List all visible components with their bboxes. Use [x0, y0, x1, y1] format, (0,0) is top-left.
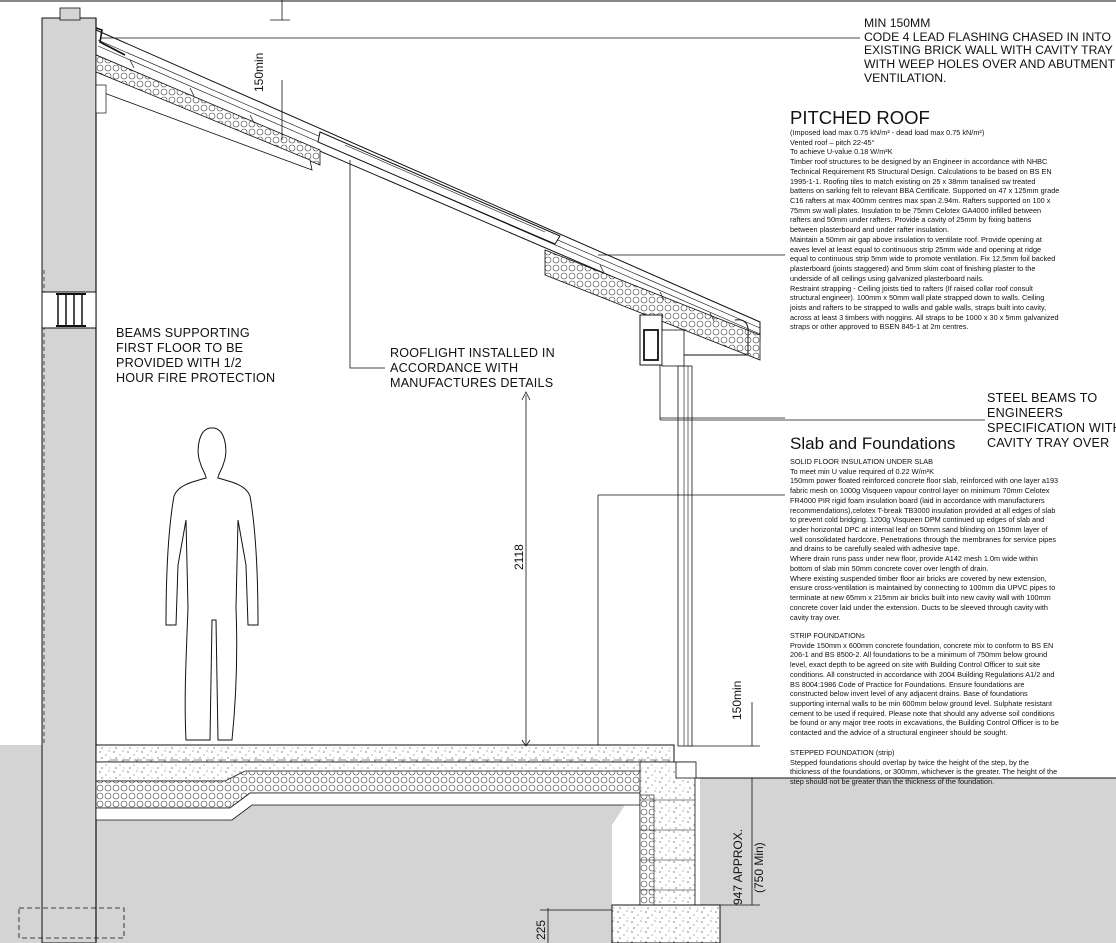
spec-line: level, exact depth to be agreed on site …: [790, 660, 1041, 670]
spec-line: battens on sarking felt to relevant BBA …: [790, 186, 1060, 196]
beams-line: BEAMS SUPPORTING: [116, 326, 250, 340]
dpc-height-dimension: 150min: [730, 680, 744, 720]
spec-line: Vented roof – pitch 22-45°: [790, 137, 875, 147]
beams-note: BEAMS SUPPORTING FIRST FLOOR TO BE PROVI…: [116, 326, 275, 386]
flashing-note: MIN 150MM CODE 4 LEAD FLASHING CHASED IN…: [864, 16, 1116, 86]
flashing-line: MIN 150MM: [864, 16, 931, 30]
spec-line: Provide 150mm x 600mm concrete foundatio…: [790, 640, 1054, 650]
slab-heading: Slab and Foundations: [790, 434, 956, 453]
rooflight-line: ROOFLIGHT INSTALLED IN: [390, 346, 555, 360]
ground-hatch: [0, 745, 1116, 943]
foundation-depth-dimension: 947 APPROX.: [731, 828, 745, 905]
spec-line: 1995-1-1. Roofing tiles to match existin…: [790, 176, 1036, 186]
spec-line: thickness of the foundations, or 300mm, …: [790, 767, 1058, 777]
dimension-lines: [100, 0, 985, 943]
flashing-line: WITH WEEP HOLES OVER AND ABUTMENT: [864, 57, 1116, 72]
spec-line: recommendations),celotex T-break TB3000 …: [790, 505, 1056, 515]
spec-line: BS 8004:1986 Code of Practice for Founda…: [790, 679, 1025, 689]
spec-line: 150mm power floated reinforced concrete …: [790, 476, 1059, 486]
spec-line: well consolidated hardcore. Penetrations…: [790, 534, 1057, 544]
spec-line: equal to continuous strip 5mm wide to pr…: [790, 254, 1056, 264]
spec-line: contacted and the advice of a structural…: [790, 728, 1008, 738]
floor-beam: [41, 291, 97, 329]
slab-spec: SOLID FLOOR INSULATION UNDER SLAB To mee…: [790, 457, 1058, 622]
spec-line: cement to be used if required. Please no…: [790, 708, 1055, 718]
person-figure: [165, 427, 259, 741]
spec-line: To meet min U value required of 0.22 W/m…: [790, 466, 934, 476]
spec-line: plasterboard (joints staggered) and 5mm …: [790, 264, 1036, 274]
flashing-line: EXISTING BRICK WALL WITH CAVITY TRAY: [864, 43, 1113, 58]
spec-line: 75mm sw wall plates. Insulation to be 75…: [790, 205, 1042, 215]
spec-line: Where drain runs pass under new floor, p…: [790, 554, 1038, 564]
spec-line: Where existing suspended timber floor ai…: [790, 573, 1047, 583]
pitched-roof-heading: PITCHED ROOF: [790, 107, 930, 128]
spec-line: underside of all ceilings using galvaniz…: [790, 273, 984, 283]
beams-line: FIRST FLOOR TO BE: [116, 341, 244, 355]
footing-dimension: 225: [534, 919, 548, 940]
spec-line: Stepped foundations should overlap by tw…: [790, 757, 1029, 767]
strip-heading: STRIP FOUNDATIONs: [790, 631, 865, 640]
spec-line: between plasterboard and under rafter in…: [790, 225, 950, 235]
spec-line: concrete cover laid under the extension.…: [790, 602, 1048, 612]
rooflight-line: MANUFACTURES DETAILS: [390, 376, 554, 390]
steel-line: STEEL BEAMS TO: [987, 391, 1098, 405]
spec-line: Maintain a 50mm air gap above insulation…: [790, 234, 1042, 244]
roof-flashing-dimension: 150min: [252, 52, 266, 92]
spec-line: straps or other approved to BSEN 845-1 a…: [790, 322, 969, 332]
existing-wall: [18, 7, 125, 943]
spec-line: conditions. All constructed in accordanc…: [790, 669, 1055, 679]
flashing-line: VENTILATION.: [864, 70, 947, 85]
stepped-foundation-spec: STEPPED FOUNDATION (strip) Stepped found…: [790, 748, 1057, 787]
spec-line: To achieve U-value 0.18 W/m²K: [790, 147, 893, 157]
spec-line: constructed below invert level of any ad…: [790, 689, 1028, 699]
spec-line: Timber roof structures to be designed by…: [790, 157, 1048, 167]
flashing-line: CODE 4 LEAD FLASHING CHASED IN INTO: [864, 29, 1111, 44]
spec-line: Technical Requirement R5 Structural Desi…: [790, 166, 1052, 176]
beams-line: HOUR FIRE PROTECTION: [116, 371, 276, 385]
spec-line: be found or any major tree roots in exca…: [790, 718, 1059, 728]
headroom-dimension: 2118: [512, 544, 526, 570]
spec-line: under horizontal DPC at internal leaf on…: [790, 525, 1048, 535]
steel-line: ENGINEERS: [987, 406, 1063, 420]
spec-line: fabric mesh on 1000g Visqueen vapour con…: [790, 486, 1050, 496]
roof-section: [95, 27, 761, 361]
spec-line: SOLID FLOOR INSULATION UNDER SLAB: [790, 457, 933, 466]
steel-line: CAVITY TRAY OVER: [987, 436, 1110, 450]
spec-line: eaves level at least equal to continuous…: [790, 244, 1042, 254]
beams-line: PROVIDED WITH 1/2: [116, 356, 242, 370]
spec-line: step should not be greater than the thic…: [790, 777, 995, 787]
spec-line: and drains to be carefully sealed with a…: [790, 544, 960, 554]
spec-line: joists and rafters to be strapped to wal…: [790, 302, 1047, 312]
steel-line: SPECIFICATION WITH: [987, 421, 1116, 435]
spec-line: cavity tray over.: [790, 612, 841, 622]
spec-line: rafters and 50mm under rafters. Provide …: [790, 215, 1032, 225]
spec-line: across at least 3 timbers with noggins. …: [790, 312, 1059, 322]
spec-line: C16 rafters at max 400mm centres max spa…: [790, 196, 1051, 206]
floor-slab: [95, 744, 675, 821]
new-wall: [677, 365, 693, 747]
spec-line: to prevent cold bridging. 1200g Visqueen…: [790, 515, 1045, 525]
rooflight-line: ACCORDANCE WITH: [390, 361, 519, 375]
spec-line: terminate at new 65mm x 215mm air bricks…: [790, 593, 1051, 603]
spec-line: ensure cross-ventilation is maintained b…: [790, 583, 1056, 593]
spec-line: (Imposed load max 0.75 kN/m² - dead load…: [790, 128, 985, 137]
foundation-wall: [611, 761, 721, 943]
foundation-min-dimension: (750 Min): [752, 842, 766, 893]
steel-beam: [639, 314, 685, 420]
spec-line: supporting internal walls to be min 600m…: [790, 699, 1053, 709]
spec-line: Restraint strapping - Ceiling joists tie…: [790, 283, 1033, 293]
steel-note: STEEL BEAMS TO ENGINEERS SPECIFICATION W…: [987, 391, 1116, 451]
strip-foundation-spec: STRIP FOUNDATIONs Provide 150mm x 600mm …: [790, 631, 1059, 738]
spec-line: structural engineer). 100mm x 50mm wall …: [790, 293, 1045, 303]
spec-line: 206-1 and BS 8500-2. All foundations to …: [790, 650, 1048, 660]
spec-line: FR4000 PIR rigid foam insulation board (…: [790, 495, 1045, 505]
stepped-heading: STEPPED FOUNDATION (strip): [790, 748, 895, 757]
pitched-roof-spec: (Imposed load max 0.75 kN/m² - dead load…: [790, 128, 1059, 332]
rooflight-note: ROOFLIGHT INSTALLED IN ACCORDANCE WITH M…: [390, 346, 555, 391]
spec-line: bottom of slab min 50mm concrete cover o…: [790, 563, 989, 573]
